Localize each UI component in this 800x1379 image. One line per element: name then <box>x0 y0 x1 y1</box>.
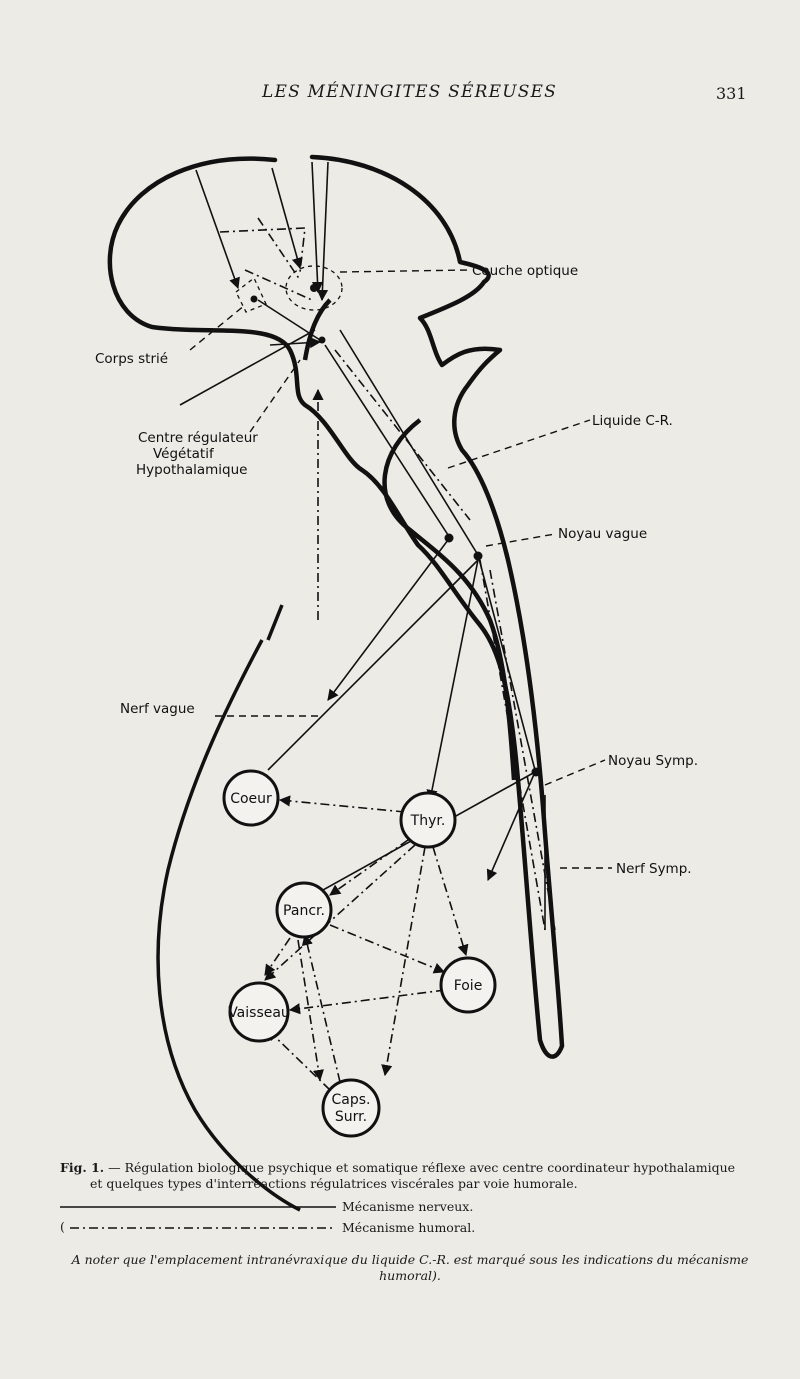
node-coeur: Coeur <box>222 769 280 827</box>
label-nerf-symp: Nerf Symp. <box>616 861 692 877</box>
label-corps-strie: Corps strié <box>95 351 168 367</box>
node-thyr: Thyr. <box>399 791 457 849</box>
node-vaisseau-label: Vaisseau <box>228 1005 290 1021</box>
humoral-pathways <box>219 217 556 1091</box>
node-vaisseau: Vaisseau <box>228 981 290 1043</box>
caption-fig-number: Fig. 1. <box>60 1160 105 1175</box>
node-pancr-label: Pancr. <box>283 903 325 919</box>
node-caps-label: Caps. <box>332 1092 371 1108</box>
running-title: LES MÉNINGITES SÉREUSES <box>262 82 558 102</box>
node-pancr: Pancr. <box>275 881 333 939</box>
legend-nervous-label: Mécanisme nerveux. <box>342 1199 474 1214</box>
nervous-pathways <box>179 161 546 930</box>
caption-note: A noter que l'emplacement intranévraxiqu… <box>71 1252 749 1283</box>
node-caps-surr: Caps. Surr. <box>321 1078 381 1138</box>
caption-line1: — Régulation biologique psychique et som… <box>104 1160 736 1175</box>
node-surr-label: Surr. <box>335 1109 367 1125</box>
figure-caption: Fig. 1. — Régulation biologique psychiqu… <box>60 1160 760 1192</box>
label-noyau-vague: Noyau vague <box>558 526 647 542</box>
label-noyau-symp: Noyau Symp. <box>608 753 698 769</box>
label-couche-optique: Couche optique <box>472 263 578 279</box>
brain-outline <box>107 154 565 1059</box>
label-hypothalamique: Hypothalamique <box>136 462 247 478</box>
node-foie: Foie <box>439 956 497 1014</box>
thalamus-zone <box>285 265 343 311</box>
label-liquide-cr: Liquide C-R. <box>592 413 673 429</box>
striatum-zone <box>235 276 267 313</box>
caption-line2: et quelques types d'interréactions régul… <box>90 1176 578 1191</box>
nuclei-dots <box>250 284 541 777</box>
legend-humoral-label: Mécanisme humoral. <box>342 1220 476 1235</box>
label-vegetatif: Végétatif <box>153 446 215 462</box>
page-number: 331 <box>716 84 747 103</box>
node-foie-label: Foie <box>454 978 483 994</box>
legend-humoral-paren: ( <box>60 1219 65 1234</box>
node-thyr-label: Thyr. <box>410 813 446 829</box>
spinal-cord-outline <box>302 298 517 781</box>
node-coeur-label: Coeur <box>230 791 272 807</box>
leader-lines <box>189 269 612 869</box>
label-centre-regulateur: Centre régulateur <box>138 430 258 446</box>
label-nerf-vague: Nerf vague <box>120 701 195 717</box>
body-outline <box>156 604 301 1212</box>
